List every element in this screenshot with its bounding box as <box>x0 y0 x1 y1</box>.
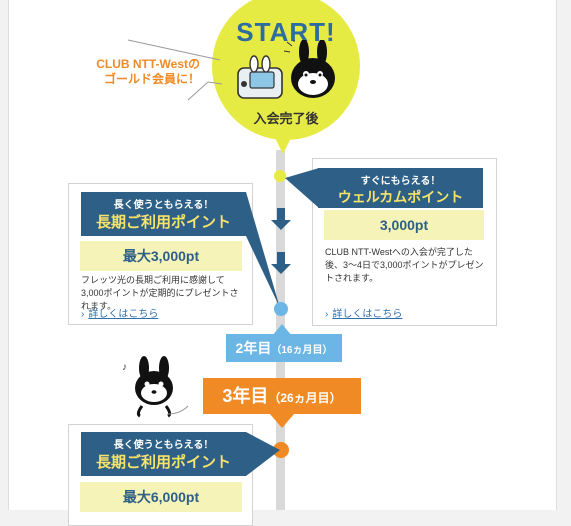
longterm-1-details-link[interactable]: 詳しくはこちら <box>81 305 158 320</box>
gold-member-label: CLUB NTT-Westの ゴールド会員に！ <box>60 57 200 87</box>
longterm-ribbon-1-large: 長期ご利用ポイント <box>95 214 231 231</box>
welcome-points: 3,000pt <box>324 210 484 240</box>
longterm-ribbon-2-pointer <box>246 432 280 476</box>
longterm-ribbon-1: 長く使うともらえる！ 長期ご利用ポイント <box>81 192 246 236</box>
mascot-with-phone-icon <box>237 40 335 99</box>
longterm-ribbon-2-small: 長く使うともらえる！ <box>113 440 214 451</box>
welcome-ribbon-large: ウェルカムポイント <box>337 189 464 205</box>
year3-label-pointer <box>270 414 294 428</box>
svg-text:♪: ♪ <box>122 362 127 373</box>
welcome-ribbon: すぐにもらえる！ ウェルカムポイント <box>318 168 483 208</box>
longterm-2-points: 最大6,000pt <box>80 482 242 512</box>
jumping-mascot-icon: ♪ <box>122 356 189 418</box>
year2-label-text: 2年目 <box>235 340 272 356</box>
year2-label: 2年目（16ヵ月目） <box>226 334 342 362</box>
year3-label-sub: （26ヵ月目） <box>268 391 342 405</box>
welcome-ribbon-pointer <box>285 168 319 208</box>
longterm-1-points: 最大3,000pt <box>80 241 242 271</box>
year2-label-pointer <box>272 324 292 336</box>
longterm-ribbon-1-pointer <box>246 192 280 308</box>
longterm-ribbon-1-small: 長く使うともらえる！ <box>113 200 214 211</box>
timeline-dot-year3 <box>273 442 289 458</box>
gold-pointer-lines <box>128 39 223 101</box>
year3-label-text: 3年目 <box>222 386 269 406</box>
gold-label-line2: ゴールド会員に！ <box>103 72 200 86</box>
year2-label-sub: （16ヵ月目） <box>271 345 333 356</box>
timeline-arrow-down-icon <box>271 252 291 274</box>
start-subtitle: 入会完了後 <box>253 111 319 126</box>
longterm-ribbon-2-large: 長期ご利用ポイント <box>95 454 231 471</box>
start-title: START! <box>236 17 336 47</box>
welcome-ribbon-small: すぐにもらえる！ <box>360 176 441 187</box>
year3-label: 3年目（26ヵ月目） <box>203 378 361 414</box>
timeline-dot-start <box>274 170 286 182</box>
gold-label-line1: CLUB NTT-Westの <box>96 57 200 71</box>
longterm-ribbon-2: 長く使うともらえる！ 長期ご利用ポイント <box>81 432 246 476</box>
start-circle: START! 入会完了後 <box>212 0 360 140</box>
start-pointer <box>272 132 294 154</box>
welcome-details-link[interactable]: 詳しくはこちら <box>325 305 402 320</box>
welcome-description: CLUB NTT-Westへの入会が完了した後、3〜4日で3,000ポイントがプ… <box>325 247 484 283</box>
timeline-dot-year2 <box>274 302 288 316</box>
timeline-arrow-down-icon <box>271 208 291 230</box>
